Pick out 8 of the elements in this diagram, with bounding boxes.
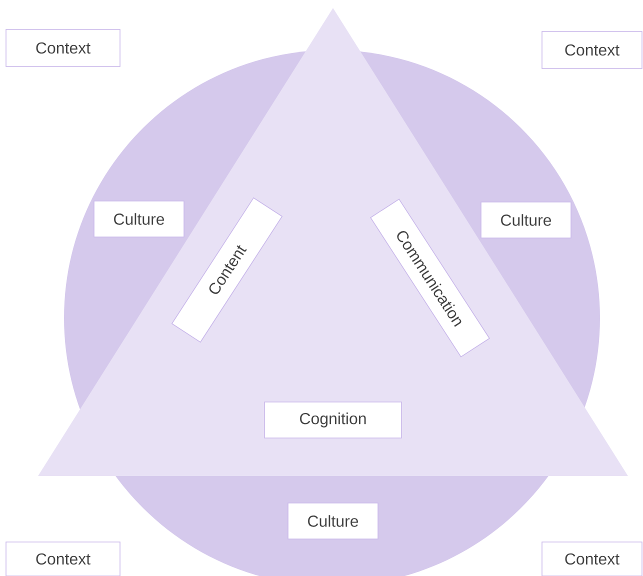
label-box: Context <box>542 31 642 69</box>
label-box: Culture <box>288 502 378 540</box>
label-box: Context <box>542 542 642 576</box>
label-box: Context <box>6 542 120 576</box>
label-box: Cognition <box>264 402 402 438</box>
label-box: Culture <box>480 202 572 238</box>
label-box: Context <box>6 29 120 67</box>
label-box: Culture <box>94 200 184 238</box>
